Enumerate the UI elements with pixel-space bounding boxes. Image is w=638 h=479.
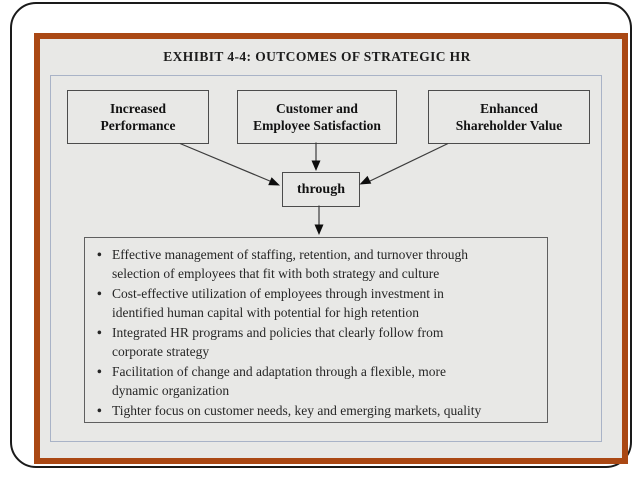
node-enhanced-shareholder-value: Enhanced Shareholder Value — [428, 90, 590, 144]
outcome-text: Tighter focus on customer needs, key and… — [112, 403, 482, 418]
list-item: • Tighter focus on customer needs, key a… — [97, 401, 541, 420]
bullet-icon: • — [97, 364, 102, 379]
list-item: • Facilitation of change and adaptation … — [97, 362, 541, 400]
bullet-icon: • — [97, 286, 102, 301]
diagram-panel — [50, 75, 602, 442]
bullet-icon: • — [97, 247, 102, 262]
bullet-icon: • — [97, 325, 102, 340]
outcome-text: Cost-effective utilization of employees … — [112, 286, 444, 320]
list-item: • Integrated HR programs and policies th… — [97, 323, 541, 361]
bullet-icon: • — [97, 403, 102, 418]
list-item: • Effective management of staffing, rete… — [97, 245, 541, 283]
node-increased-performance: Increased Performance — [67, 90, 209, 144]
outcome-text: Effective management of staffing, retent… — [112, 247, 469, 281]
slide-title: EXHIBIT 4-4: OUTCOMES OF STRATEGIC HR — [163, 49, 471, 64]
list-item: • Cost-effective utilization of employee… — [97, 284, 541, 322]
node-through: through — [282, 172, 360, 207]
outcome-text: Facilitation of change and adaptation th… — [112, 364, 447, 398]
node-customer-employee-satisfaction: Customer and Employee Satisfaction — [237, 90, 397, 144]
outcome-text: Integrated HR programs and policies that… — [112, 325, 444, 359]
outcomes-panel: • Effective management of staffing, rete… — [84, 237, 548, 423]
